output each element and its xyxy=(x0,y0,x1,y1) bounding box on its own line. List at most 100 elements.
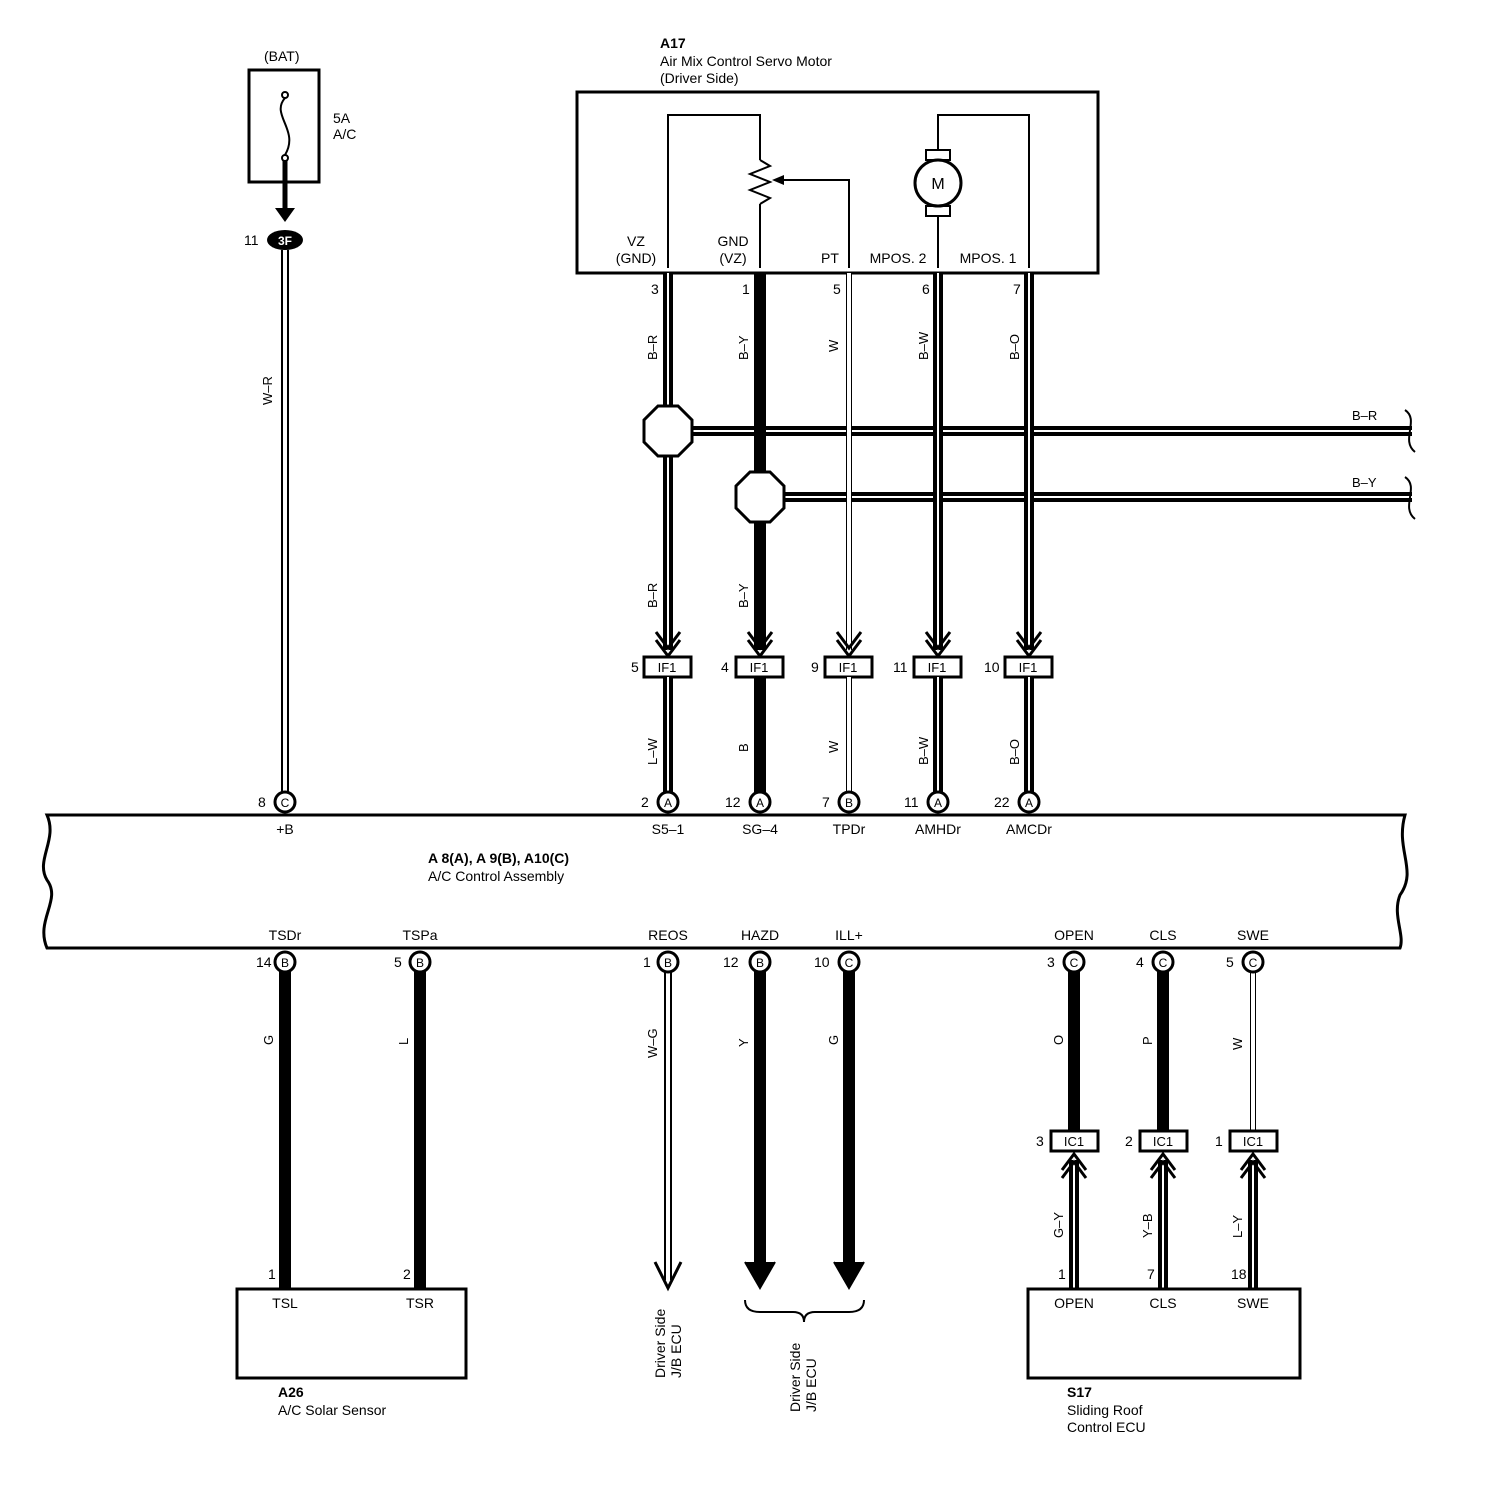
sliding-roof-ecu-block: 1 7 18 OPEN CLS SWE S17 Sliding Roof Con… xyxy=(1026,1266,1302,1435)
ecu-bottom-terminal-names: TSDr TSPa REOS HAZD ILL+ OPEN CLS SWE xyxy=(269,927,1269,943)
svg-text:22: 22 xyxy=(994,794,1010,810)
motor-icon: M xyxy=(913,149,963,217)
terminal-amhdr: A 11 AMHDr xyxy=(904,790,961,837)
wire-p-cls: P xyxy=(1140,971,1169,1130)
svg-text:IF1: IF1 xyxy=(1019,660,1038,675)
wire-label-w-r: W–R xyxy=(260,376,275,405)
svg-text:IF1: IF1 xyxy=(928,660,947,675)
svg-text:IF1: IF1 xyxy=(839,660,858,675)
svg-text:1: 1 xyxy=(268,1266,276,1282)
svg-text:REOS: REOS xyxy=(648,927,688,943)
svg-text:HAZD: HAZD xyxy=(741,927,779,943)
servo-pin-3: 3 xyxy=(651,281,659,297)
fuse-connector-pin: 11 xyxy=(244,232,259,248)
solar-sensor-id: A26 xyxy=(278,1384,304,1400)
svg-text:Driver Side: Driver Side xyxy=(652,1309,668,1378)
wire-w: W xyxy=(826,273,852,650)
terminal-amcdr: A 22 AMCDr xyxy=(994,790,1052,837)
svg-text:C: C xyxy=(845,956,854,970)
terminal-s5-1: A 2 S5–1 xyxy=(641,790,685,837)
arrow-up-icon xyxy=(1149,1151,1177,1171)
fuse-icon xyxy=(275,91,295,222)
svg-text:OPEN: OPEN xyxy=(1054,927,1094,943)
svg-text:P: P xyxy=(1140,1036,1155,1045)
wire-w-2: W xyxy=(826,677,852,793)
svg-text:CLS: CLS xyxy=(1149,1295,1176,1311)
svg-text:B: B xyxy=(664,956,672,970)
servo-motor-block: A17 Air Mix Control Servo Motor (Driver … xyxy=(575,35,1100,297)
terminal-tpdr: B 7 TPDr xyxy=(822,790,866,837)
servo-pin-6: 6 xyxy=(922,281,930,297)
svg-text:9: 9 xyxy=(811,659,819,675)
svg-text:W–G: W–G xyxy=(645,1028,660,1058)
svg-text:C: C xyxy=(1070,956,1079,970)
svg-text:1: 1 xyxy=(1215,1133,1223,1149)
svg-text:C: C xyxy=(1159,956,1168,970)
wire-b-w-2: B–W xyxy=(916,677,943,793)
svg-text:B: B xyxy=(845,796,853,810)
svg-text:Y–B: Y–B xyxy=(1140,1213,1155,1238)
svg-text:3F: 3F xyxy=(278,234,292,248)
svg-text:TSPa: TSPa xyxy=(402,927,437,943)
svg-text:1: 1 xyxy=(1058,1266,1066,1282)
splice-point-b-r xyxy=(642,404,694,458)
fuse-block: (BAT) 5A A/C 11 3F xyxy=(244,48,356,250)
servo-term-gnd-sub: (VZ) xyxy=(719,250,746,266)
sliding-roof-id: S17 xyxy=(1067,1384,1092,1400)
wire-g-y: G–Y xyxy=(1051,1151,1088,1290)
servo-pin-5: 5 xyxy=(833,281,841,297)
solar-sensor-block: 1 2 TSL TSR A26 A/C Solar Sensor xyxy=(235,1266,468,1418)
ecu-bottom-terminals: B 14 B 5 B 1 B 12 C 10 C 3 C 4 C 5 xyxy=(256,950,1265,974)
ic1-connectors: IC1 3 IC1 2 IC1 1 xyxy=(1036,1129,1279,1153)
servo-name-line2: (Driver Side) xyxy=(660,70,739,86)
if1-connectors: IF1 5 IF1 4 IF1 9 IF1 11 IF1 10 xyxy=(631,655,1054,679)
wire-g-tsdr: G xyxy=(261,971,291,1290)
svg-text:TPDr: TPDr xyxy=(833,821,866,837)
svg-text:+B: +B xyxy=(276,821,294,837)
wire-w-swe: W xyxy=(1230,971,1256,1130)
svg-text:Y: Y xyxy=(736,1038,751,1047)
svg-text:W: W xyxy=(826,339,841,352)
svg-text:11: 11 xyxy=(893,659,908,675)
svg-text:12: 12 xyxy=(723,954,739,970)
sliding-roof-name-line1: Sliding Roof xyxy=(1067,1402,1143,1418)
svg-text:SG–4: SG–4 xyxy=(742,821,778,837)
wire-w-g-reos: W–G xyxy=(645,971,683,1292)
wire-g-ill: G xyxy=(826,971,865,1291)
servo-term-vz: VZ xyxy=(627,233,645,249)
svg-text:3: 3 xyxy=(1036,1133,1044,1149)
jb-ecu-label-2: Driver Side J/B ECU xyxy=(744,1299,865,1412)
servo-term-mpos2: MPOS. 2 xyxy=(870,250,927,266)
svg-text:J/B ECU: J/B ECU xyxy=(668,1324,684,1378)
svg-text:CLS: CLS xyxy=(1149,927,1176,943)
wire-l-y: L–Y xyxy=(1230,1151,1267,1290)
svg-text:5: 5 xyxy=(1226,954,1234,970)
svg-text:ILL+: ILL+ xyxy=(835,927,863,943)
fuse-name-label: A/C xyxy=(333,126,356,142)
svg-text:10: 10 xyxy=(984,659,1000,675)
svg-text:C: C xyxy=(1249,956,1258,970)
svg-text:S5–1: S5–1 xyxy=(652,821,685,837)
svg-text:B–O: B–O xyxy=(1007,334,1022,360)
terminal-sg-4: A 12 SG–4 xyxy=(725,790,778,837)
svg-text:2: 2 xyxy=(1125,1133,1133,1149)
wire-l-w: L–W xyxy=(645,677,673,793)
svg-text:2: 2 xyxy=(403,1266,411,1282)
wire-b-o-2: B–O xyxy=(1007,677,1034,793)
svg-text:2: 2 xyxy=(641,794,649,810)
svg-text:AMHDr: AMHDr xyxy=(915,821,961,837)
solar-sensor-name: A/C Solar Sensor xyxy=(278,1402,386,1418)
svg-text:B–R: B–R xyxy=(645,583,660,608)
servo-term-mpos1: MPOS. 1 xyxy=(960,250,1017,266)
arrow-down-icon xyxy=(653,1261,683,1292)
svg-text:C: C xyxy=(281,796,290,810)
svg-text:5: 5 xyxy=(631,659,639,675)
svg-text:IC1: IC1 xyxy=(1153,1134,1173,1149)
svg-text:TSR: TSR xyxy=(406,1295,434,1311)
svg-text:12: 12 xyxy=(725,794,741,810)
svg-text:TSDr: TSDr xyxy=(269,927,302,943)
svg-text:IF1: IF1 xyxy=(750,660,769,675)
svg-text:M: M xyxy=(931,176,944,193)
svg-text:B–R: B–R xyxy=(1352,408,1377,423)
svg-text:14: 14 xyxy=(256,954,272,970)
